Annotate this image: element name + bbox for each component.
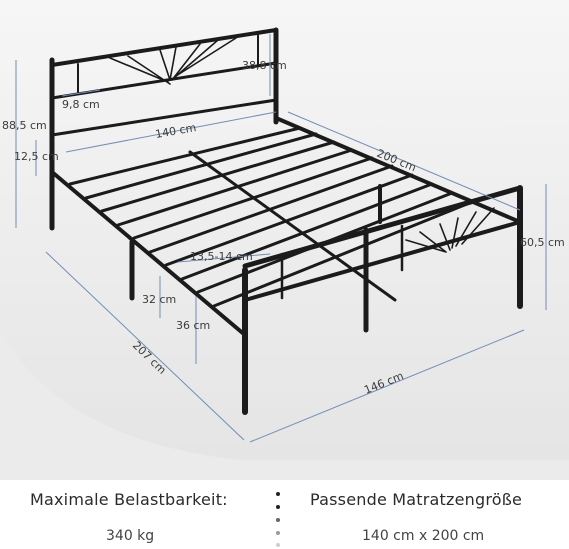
mattress-size-title: Passende Matratzengröße [310,490,523,509]
dimension-footboard-height: 60,5 cm [520,236,565,249]
separator-dot [276,543,280,547]
dimension-head-post-gap: 9,8 cm [62,98,100,111]
floor-shadow [0,330,569,480]
dimension-under-bed-high: 36 cm [176,319,210,332]
separator-dot [276,492,280,496]
separator-dot [276,505,280,509]
bed-frame [49,27,523,415]
bed-frame-photo: 38,8 cm 9,8 cm 88,5 cm 140 cm 200 cm 12,… [0,0,569,480]
dimension-under-bed-low: 32 cm [142,293,176,306]
dimension-lines [15,34,547,443]
dimension-leg-top: 12,5 cm [14,150,59,163]
separator-dot [276,518,280,522]
dimension-slat-gap: 13,5-14 cm [190,250,253,263]
max-load-value: 340 kg [106,528,155,544]
mattress-size-value: 140 cm x 200 cm [362,528,485,544]
separator-dot [276,531,280,535]
max-load-title: Maximale Belastbarkeit: [30,490,228,509]
dimension-total-height: 88,5 cm [2,119,47,132]
dimension-headboard-height: 38,8 cm [242,59,287,72]
